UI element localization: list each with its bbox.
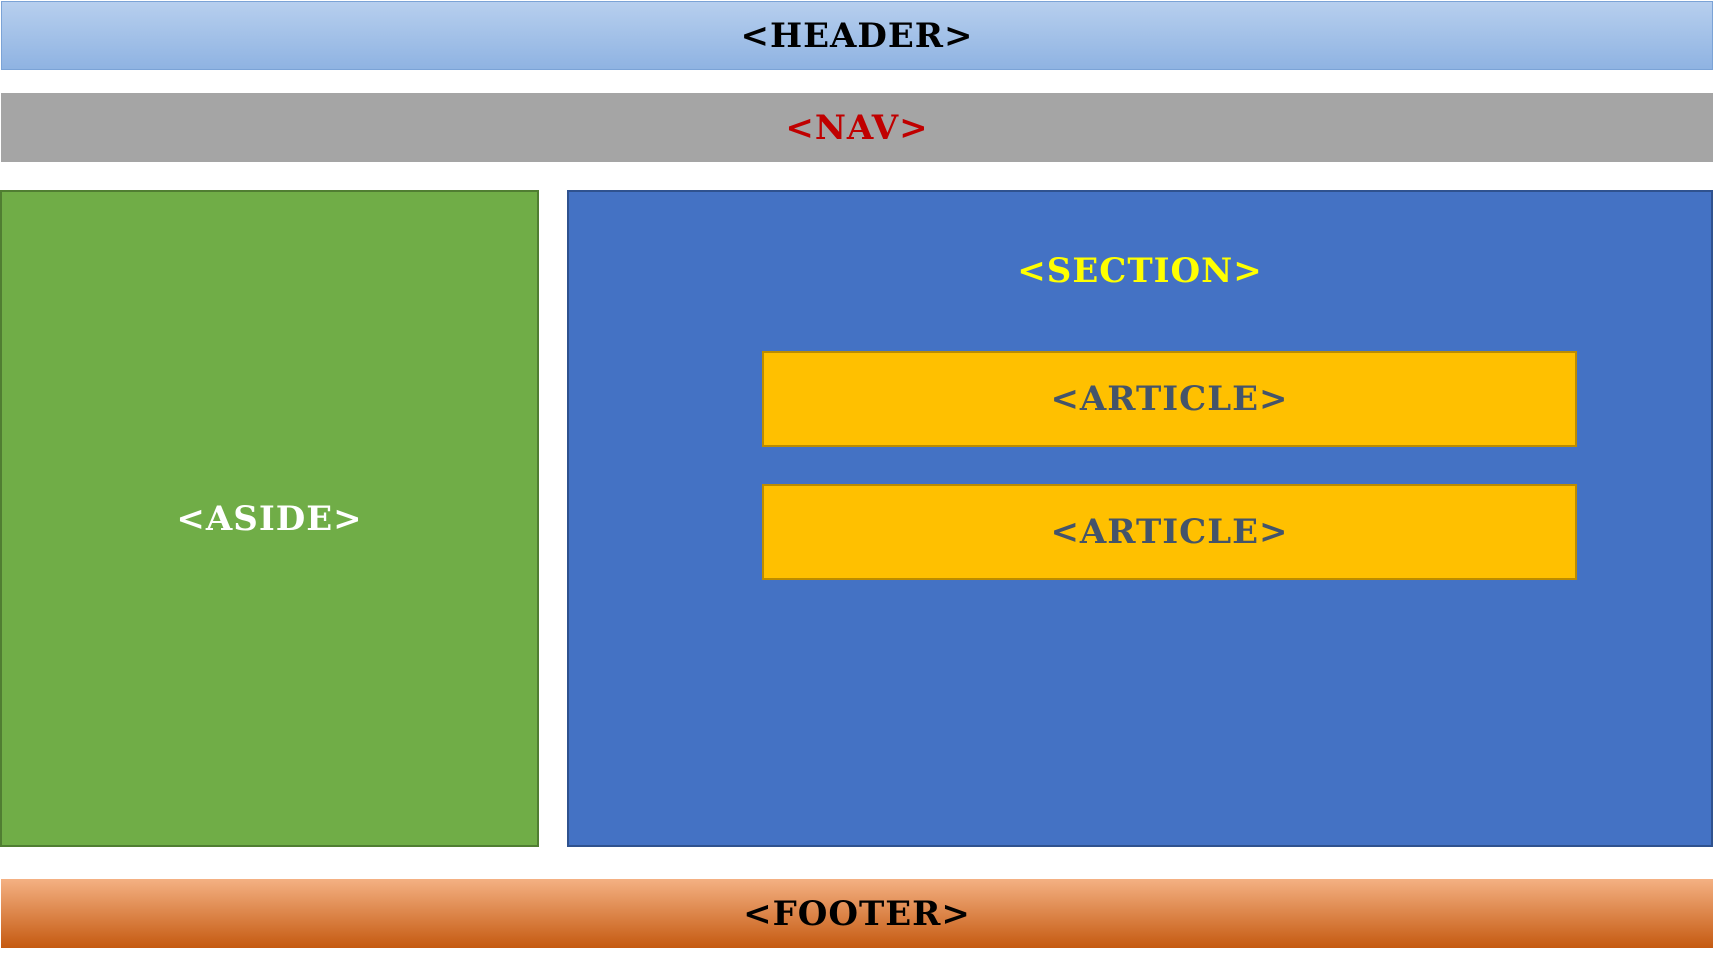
header-label: <HEADER> bbox=[740, 15, 974, 56]
article-block: <ARTICLE> bbox=[762, 484, 1577, 580]
footer-block: <FOOTER> bbox=[1, 879, 1713, 948]
aside-block: <ASIDE> bbox=[0, 190, 539, 847]
nav-label: <NAV> bbox=[785, 107, 929, 148]
aside-label: <ASIDE> bbox=[176, 498, 363, 539]
article-label: <ARTICLE> bbox=[1050, 512, 1289, 552]
article-label: <ARTICLE> bbox=[1050, 379, 1289, 419]
nav-block: <NAV> bbox=[1, 93, 1713, 162]
section-label: <SECTION> bbox=[1017, 251, 1263, 291]
header-block: <HEADER> bbox=[1, 1, 1713, 70]
footer-label: <FOOTER> bbox=[743, 893, 971, 934]
section-block: <SECTION> <ARTICLE> <ARTICLE> bbox=[567, 190, 1713, 847]
article-block: <ARTICLE> bbox=[762, 351, 1577, 447]
